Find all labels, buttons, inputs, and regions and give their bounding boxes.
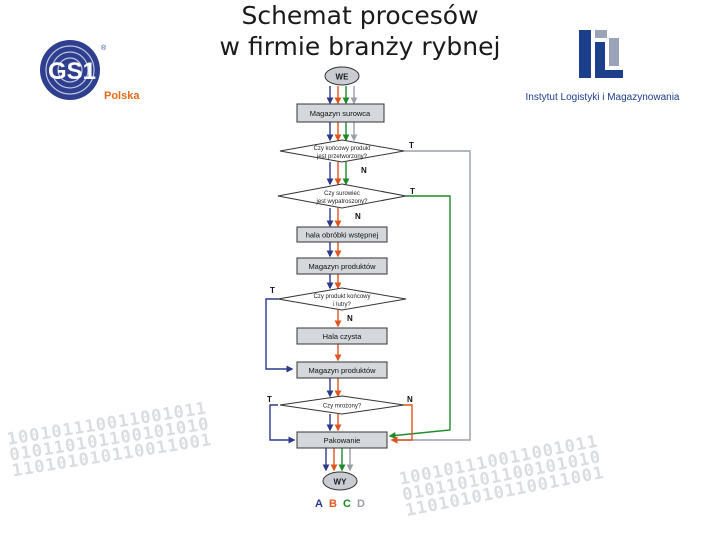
box-label: Hala czysta <box>323 332 363 341</box>
d2-no-label: N <box>355 212 361 221</box>
ilim-logo <box>579 30 623 78</box>
gs1-sub-label: Polska <box>104 90 140 102</box>
legend-d: D <box>357 498 365 510</box>
gs1-logo: GS1 ® <box>40 40 107 100</box>
start-node: WE <box>324 66 360 86</box>
decision-label: Czy surowiec <box>324 191 360 197</box>
d3-no-label: N <box>347 314 353 323</box>
decision-d1: Czy końcowy produkt jest przetworzony? <box>279 139 405 163</box>
decision-d2: Czy surowiec jest wypatroszony? <box>277 183 407 209</box>
decision-d3: Czy produkt końcowy i lutry? <box>277 287 407 311</box>
flow-lines <box>322 86 358 472</box>
gs1-mark: GS1 <box>48 58 96 85</box>
end-node: WY <box>322 471 358 491</box>
title-line-2: w firmie branży rybnej <box>219 32 501 61</box>
box-label: Magazyn produktów <box>308 262 376 271</box>
decision-label: jest przetworzony? <box>316 154 368 160</box>
page-title: Schemat procesów w firmie branży rybnej <box>160 0 560 62</box>
legend-c: C <box>343 498 351 510</box>
d2-yes-label: T <box>410 187 415 196</box>
ilim-name: Instytut Logistyki i Magazynowania <box>525 92 680 103</box>
registered-mark: ® <box>101 44 107 52</box>
decision-d4: Czy mrożony? <box>279 395 405 415</box>
box-label: Magazyn produktów <box>308 366 376 375</box>
process-box-product-warehouse-2: Magazyn produktów <box>296 361 388 379</box>
decision-label: Czy mrożony? <box>323 404 362 410</box>
d3-yes-label: T <box>270 286 275 295</box>
process-box-product-warehouse-1: Magazyn produktów <box>296 257 388 275</box>
decision-label: i lutry? <box>333 302 351 308</box>
decision-label: Czy produkt końcowy <box>313 294 370 300</box>
title-line-1: Schemat procesów <box>241 1 479 30</box>
d1-no-label: N <box>361 166 367 175</box>
start-label: WE <box>336 73 350 82</box>
process-box-pre-processing: hala obróbki wstępnej <box>296 226 388 243</box>
process-box-raw-warehouse: Magazyn surowca <box>296 103 385 123</box>
box-label: Pakowanie <box>324 436 361 445</box>
box-label: Magazyn surowca <box>310 109 371 118</box>
end-label: WY <box>334 478 348 487</box>
d4-no-label: N <box>407 395 413 404</box>
process-box-clean-hall: Hala czysta <box>296 327 388 345</box>
legend: A B C D <box>315 498 365 510</box>
decision-label: Czy końcowy produkt <box>313 146 370 152</box>
legend-a: A <box>315 498 323 510</box>
d4-yes-label: T <box>267 395 272 404</box>
process-box-packaging: Pakowanie <box>296 431 388 449</box>
legend-b: B <box>329 498 337 510</box>
branch-lines <box>265 150 471 444</box>
d1-yes-label: T <box>409 141 414 150</box>
box-label: hala obróbki wstępnej <box>306 231 379 240</box>
decision-label: jest wypatroszony? <box>315 199 368 205</box>
